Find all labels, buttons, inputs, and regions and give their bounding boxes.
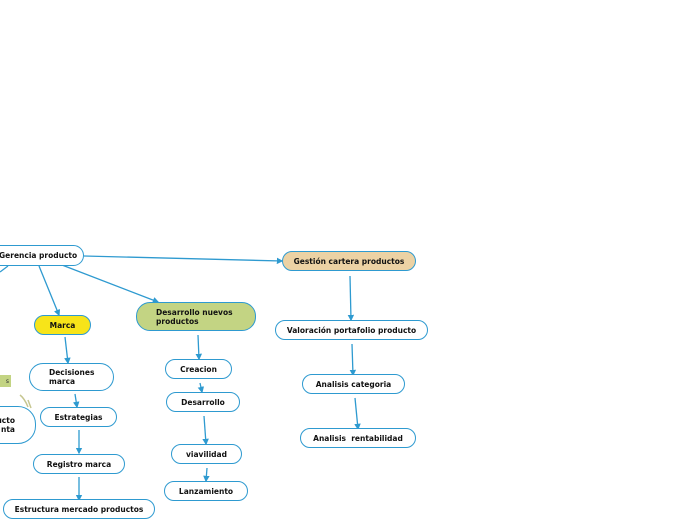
node-estructura-mercado[interactable]: Estructura mercado productos bbox=[3, 499, 155, 519]
node-label: Estructura mercado productos bbox=[14, 504, 144, 514]
link-creacion-desarrollo bbox=[197, 382, 205, 394]
link-root-desarrollo bbox=[61, 264, 160, 304]
node-partial-left[interactable]: ucto nta bbox=[0, 406, 36, 444]
node-label: ucto nta bbox=[0, 416, 15, 434]
link-root-gestion bbox=[83, 255, 284, 265]
node-desarrollo[interactable]: Desarrollo bbox=[166, 392, 240, 412]
node-label: Lanzamiento bbox=[178, 486, 234, 496]
link-categoria-rentabilidad bbox=[354, 397, 361, 431]
node-decisiones-marca[interactable]: Decisiones marca bbox=[29, 363, 114, 391]
link-desarrollo-creacion bbox=[195, 334, 203, 361]
node-label: Estrategias bbox=[54, 412, 103, 422]
link-decisiones-estrategias bbox=[72, 393, 80, 409]
node-label: Gestión cartera productos bbox=[293, 256, 405, 266]
node-label: Valoración portafolio producto bbox=[286, 325, 417, 335]
node-valoracion-portafolio[interactable]: Valoración portafolio producto bbox=[275, 320, 428, 340]
node-label: Desarrollo nuevos productos bbox=[156, 307, 233, 326]
node-lanzamiento[interactable]: Lanzamiento bbox=[164, 481, 248, 501]
link-desarrollo-viavilidad bbox=[202, 415, 209, 446]
node-gerencia-producto[interactable]: Gerencia producto bbox=[0, 245, 84, 266]
node-label: Gerencia producto bbox=[0, 251, 78, 260]
node-label: Marca bbox=[49, 320, 76, 330]
node-label: Analisis categoria bbox=[315, 379, 392, 389]
link-viavilidad-lanzamiento bbox=[203, 467, 210, 483]
node-partial-tag[interactable]: s bbox=[0, 375, 11, 387]
node-estrategias[interactable]: Estrategias bbox=[40, 407, 117, 427]
node-label: s bbox=[5, 377, 9, 385]
link-root-left bbox=[0, 265, 9, 273]
link-valoracion-categoria bbox=[349, 343, 357, 377]
node-label: Analisis rentabilidad bbox=[313, 433, 403, 443]
node-analisis-rentabilidad[interactable]: Analisis rentabilidad bbox=[300, 428, 416, 448]
node-analisis-categoria[interactable]: Analisis categoria bbox=[302, 374, 405, 394]
node-marca[interactable]: Marca bbox=[34, 315, 91, 335]
link-marca-decisiones bbox=[64, 336, 71, 365]
partial-tag-connector bbox=[19, 394, 32, 409]
link-gestion-valoracion bbox=[347, 275, 355, 322]
node-label: viavilidad bbox=[186, 449, 227, 459]
node-desarrollo-nuevos-productos[interactable]: Desarrollo nuevos productos bbox=[136, 302, 256, 331]
node-label: Decisiones marca bbox=[49, 368, 95, 386]
node-label: Registro marca bbox=[46, 459, 112, 469]
link-root-marca bbox=[38, 265, 61, 317]
node-viavilidad[interactable]: viavilidad bbox=[171, 444, 242, 464]
node-label: Desarrollo bbox=[181, 397, 225, 407]
node-label: Creacion bbox=[180, 364, 217, 374]
node-gestion-cartera[interactable]: Gestión cartera productos bbox=[282, 251, 416, 271]
node-creacion[interactable]: Creacion bbox=[165, 359, 232, 379]
node-registro-marca[interactable]: Registro marca bbox=[33, 454, 125, 474]
